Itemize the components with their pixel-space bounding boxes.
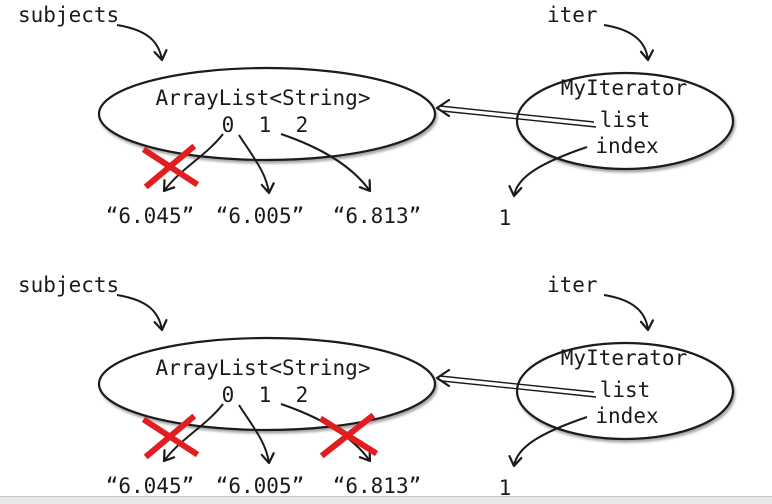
element-arrow-1 — [238, 134, 275, 195]
iterator-type-label: MyIterator — [561, 76, 687, 100]
iterator-field-list: list — [600, 108, 651, 132]
element-arrow-0 — [162, 133, 224, 193]
iterator-pointer-label: iter — [547, 273, 598, 297]
index-label-0: 0 — [222, 113, 235, 137]
list-reference-arrow — [435, 98, 597, 128]
variable-label: subjects — [18, 3, 119, 27]
index-label-0: 0 — [222, 383, 235, 407]
cross-stroke — [143, 413, 197, 460]
index-value: 1 — [499, 206, 512, 230]
element-string-2: “6.813” — [333, 474, 422, 498]
variable-pointer-arrow — [116, 294, 168, 332]
variable-label: subjects — [18, 273, 119, 297]
iterator-field-index: index — [595, 404, 658, 428]
bottom-bar-edge — [0, 496, 772, 497]
iterator-ellipse — [515, 341, 735, 441]
arraylist-type-label: ArrayList<String> — [156, 86, 371, 110]
element-string-1: “6.005” — [216, 474, 305, 498]
variable-pointer-arrow — [116, 24, 168, 62]
iterator-pointer-arrow — [603, 294, 655, 332]
iterator-pointer-label: iter — [547, 3, 598, 27]
element-arrow-1 — [238, 404, 275, 465]
element-string-0: “6.045” — [106, 474, 195, 498]
removed-cross-icon — [318, 412, 379, 459]
element-string-0: “6.045” — [106, 204, 195, 228]
bottom-bar-fill — [0, 497, 772, 504]
diagram-state-2: subjects ArrayList<String> 0 1 2 “6.045”… — [18, 273, 735, 500]
diagram-state-1: subjects ArrayList<String> 0 1 2 “6.045”… — [18, 3, 735, 230]
index-value: 1 — [499, 476, 512, 500]
iterator-type-label: MyIterator — [561, 346, 687, 370]
index-label-2: 2 — [296, 113, 309, 137]
iterator-pointer-arrow — [603, 24, 655, 62]
arraylist-ellipse — [97, 66, 437, 162]
element-arrow-2 — [280, 133, 372, 193]
cross-stroke — [319, 412, 376, 459]
index-value-arrow — [508, 416, 588, 468]
removed-cross-icon — [141, 413, 200, 460]
arrowhead — [435, 368, 451, 388]
element-string-1: “6.005” — [216, 204, 305, 228]
element-string-2: “6.813” — [333, 204, 422, 228]
arraylist-type-label: ArrayList<String> — [156, 356, 371, 380]
element-arrow-0 — [162, 403, 224, 463]
arrowhead — [435, 98, 451, 118]
index-label-2: 2 — [296, 383, 309, 407]
index-label-1: 1 — [259, 113, 272, 137]
iterator-ellipse — [515, 71, 735, 171]
iterator-field-list: list — [600, 378, 651, 402]
index-label-1: 1 — [259, 383, 272, 407]
list-reference-arrow — [435, 368, 597, 398]
index-value-arrow — [508, 146, 588, 198]
iterator-field-index: index — [595, 134, 658, 158]
window-bottom-bar — [0, 496, 772, 504]
arraylist-ellipse — [97, 336, 437, 432]
cross-stroke — [143, 143, 197, 190]
removed-cross-icon — [141, 143, 200, 190]
